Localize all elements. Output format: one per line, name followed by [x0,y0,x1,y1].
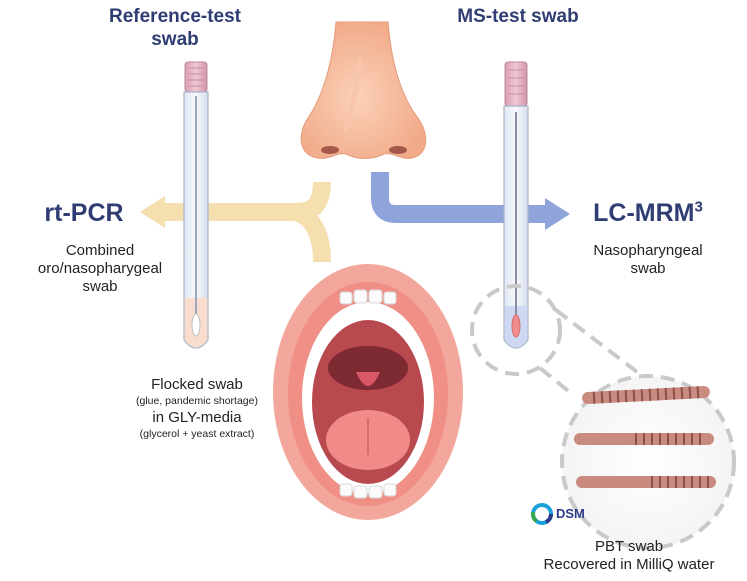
flocked-line1: Flocked swab [151,376,243,393]
pbt-line1: PBT swab [594,538,664,555]
rt-pcr-desc-line1: Combined [65,242,135,259]
dsm-logo-mark [531,503,553,525]
mouth-illustration [273,264,463,520]
rt-pcr-desc-line3: swab [82,278,118,295]
pbt-line2: Recovered in MilliQ water [543,556,715,573]
pbt-swab-tip-2 [574,433,714,445]
ms-swab-tube [503,61,529,349]
pbt-swab-tip-3 [576,476,716,488]
reference-swab-tube [183,61,209,349]
flocked-swab-caption: Flocked swab (glue, pandemic shortage) i… [112,376,282,440]
right-arrow [371,172,570,230]
rt-pcr-description: Combined oro/nasopharygeal swab [20,242,180,296]
lc-mrm-title: LC-MRM3 [578,198,718,228]
zoom-connector [470,284,736,550]
left-arrow [140,181,331,263]
pbt-swab-caption: PBT swab Recovered in MilliQ water [515,538,743,574]
rt-pcr-title: rt-PCR [44,199,124,227]
lc-mrm-desc-line2: swab [630,260,666,277]
nose-illustration [300,21,427,159]
flocked-line2: in GLY-media [152,408,242,426]
pbt-swab-tip-1 [582,385,710,405]
lc-mrm-title-superscript: 3 [694,198,703,216]
flocked-note1: (glue, pandemic shortage) [136,395,258,407]
lc-mrm-desc-line1: Nasopharyngeal [593,242,703,259]
flocked-note2: (glycerol + yeast extract) [139,427,255,440]
reference-heading-line1: Reference-test [109,6,241,27]
dsm-logo-text: DSM [556,506,585,521]
ms-test-heading: MS-test swab [457,6,579,27]
lc-mrm-description: Nasopharyngeal swab [568,242,728,278]
rt-pcr-desc-line2: oro/nasopharygeal [37,260,163,277]
reference-heading-line2: swab [151,28,199,50]
pbt-swab-tips [574,385,716,488]
lc-mrm-title-main: LC-MRM [593,199,695,227]
reference-test-heading: Reference-test swab [105,6,245,52]
